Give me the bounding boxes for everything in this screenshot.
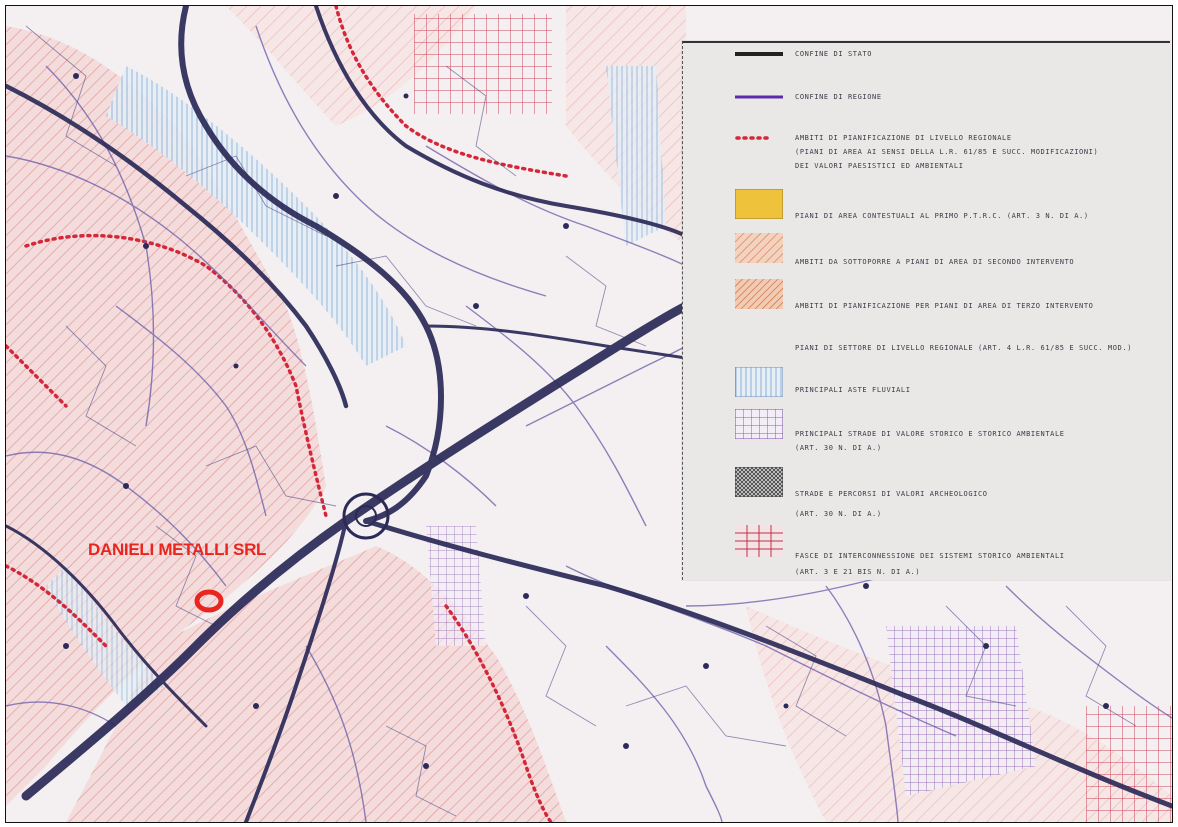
yellow-fill-symbol bbox=[735, 189, 783, 219]
river-corridor-southwest bbox=[46, 566, 166, 706]
map-frame: CONFINE DI STATO CONFINE DI REGIONE AMBI… bbox=[5, 5, 1173, 823]
planning-area-north bbox=[226, 6, 476, 126]
black-line-symbol bbox=[735, 52, 783, 56]
site-label: DANIELI METALLI SRL bbox=[88, 540, 267, 559]
legend-text: AMBITI DI PIANIFICAZIONE PER PIANI DI AR… bbox=[795, 302, 1094, 310]
orange-hatch-dense-symbol bbox=[735, 279, 783, 309]
checker-symbol bbox=[735, 467, 783, 497]
road-north-east bbox=[314, 6, 688, 238]
purple-grid-symbol bbox=[735, 409, 783, 439]
legend-text-line2: (art. 30 N. di A.) bbox=[795, 510, 882, 518]
road-east-southeast bbox=[363, 518, 1172, 809]
legend-text-line2: (Piani di Area ai sensi della L.R. 61/85… bbox=[795, 148, 1099, 156]
legend-text-line3: DEI VALORI PAESISTICI ED AMBIENTALI bbox=[795, 162, 964, 170]
historic-grid-middle bbox=[426, 526, 486, 646]
legend-text: PRINCIPALI ASTE FLUVIALI bbox=[795, 386, 911, 394]
interconnection-grid-southeast bbox=[1086, 706, 1172, 822]
legend-text-line2: (art. 30 N. di A.) bbox=[795, 444, 882, 452]
road-southwest-main bbox=[6, 524, 208, 728]
red-dots-symbol bbox=[735, 136, 773, 140]
road-north-curve bbox=[178, 6, 444, 524]
legend-text: PIANI DI AREA CONTESTUALI AL PRIMO P.T.R… bbox=[795, 212, 1089, 220]
road-junction bbox=[342, 492, 390, 540]
blue-vertical-lines-symbol bbox=[735, 367, 783, 397]
purple-line-symbol bbox=[735, 95, 783, 99]
regional-boundary-dots bbox=[6, 6, 568, 822]
legend-text: PIANI DI SETTORE DI LIVELLO REGIONALE (a… bbox=[795, 344, 1133, 352]
map-legend: CONFINE DI STATO CONFINE DI REGIONE AMBI… bbox=[682, 41, 1170, 580]
tertiary-roads bbox=[25, 25, 1137, 817]
settlement-dots bbox=[63, 73, 1109, 769]
river-corridor-east bbox=[606, 66, 666, 246]
legend-text: AMBITI DA SOTTOPORRE A PIANI DI AREA DI … bbox=[795, 258, 1075, 266]
legend-text: AMBITI DI PIANIFICAZIONE DI LIVELLO REGI… bbox=[795, 134, 1012, 142]
river-corridor-north bbox=[106, 66, 406, 366]
road-south bbox=[244, 519, 348, 822]
legend-text: PRINCIPALI STRADE DI VALORE STORICO E ST… bbox=[795, 430, 1065, 438]
legend-text: CONFINE DI STATO bbox=[795, 50, 873, 58]
road-junction-inner bbox=[355, 505, 377, 527]
legend-text: FASCE DI INTERCONNESSIONE DEI SISTEMI ST… bbox=[795, 552, 1065, 560]
road-east bbox=[424, 324, 688, 360]
road-northwest bbox=[6, 83, 349, 409]
red-grid-symbol bbox=[735, 525, 783, 557]
legend-text: CONFINE DI REGIONE bbox=[795, 93, 882, 101]
interconnection-grid-north bbox=[414, 14, 552, 114]
site-location-marker[interactable] bbox=[194, 589, 224, 613]
orange-hatch-symbol bbox=[735, 233, 783, 263]
legend-text: STRADE E PERCORSI DI VALORI ARCHEOLOGICO bbox=[795, 490, 988, 498]
legend-text-line2: (art. 3 e 21 bis N. di A.) bbox=[795, 568, 921, 576]
historic-grid-southeast bbox=[886, 626, 1036, 796]
